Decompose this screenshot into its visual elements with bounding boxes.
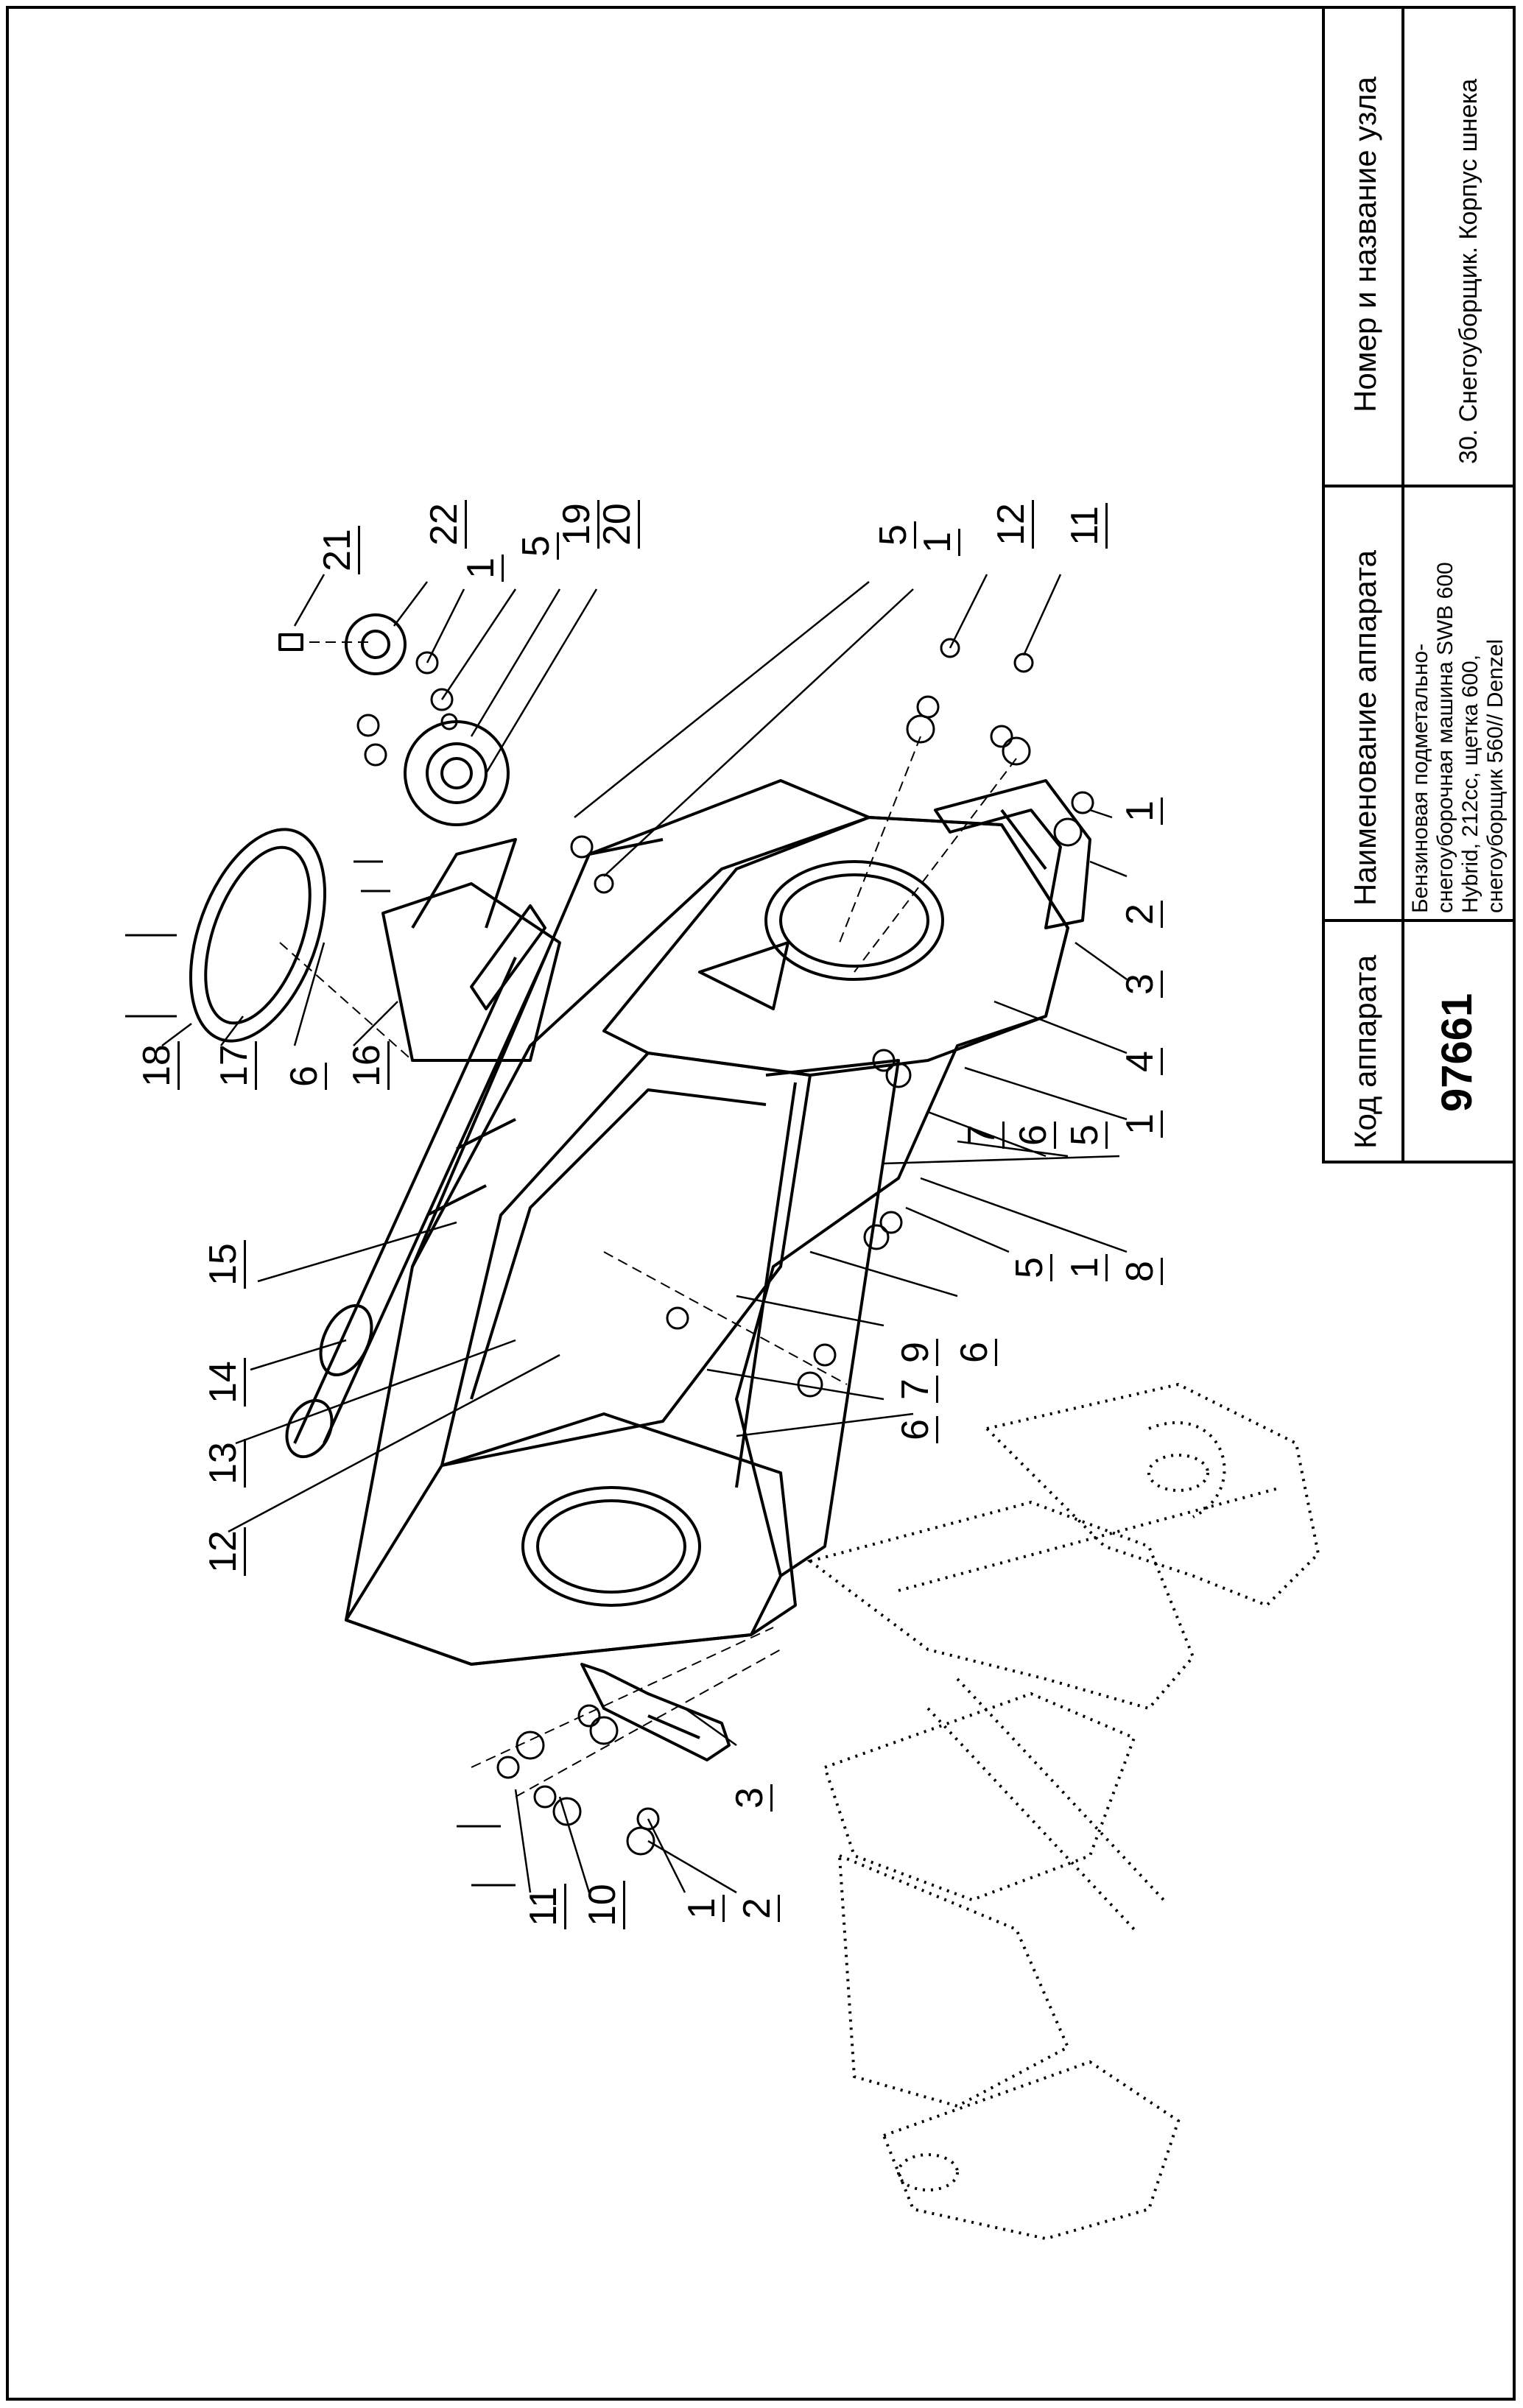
callout-c1e: 1: [1063, 1254, 1108, 1281]
chute-ring: [189, 828, 327, 1043]
drawing-frame: [6, 6, 1516, 2401]
unit-value: 30. Снегоуборщик. Корпус шнека: [1455, 78, 1482, 464]
callout-c1d: 1: [1119, 1110, 1163, 1138]
centerlines: [279, 641, 1017, 1798]
callout-c16: 16: [345, 1041, 390, 1090]
chute-flange: [381, 882, 561, 1062]
gearbox-flange: [404, 720, 510, 826]
callout-c12b: 12: [202, 1527, 246, 1576]
code-value: 97661: [1433, 993, 1481, 1112]
callout-c10: 10: [581, 1881, 625, 1929]
callout-c20: 20: [596, 500, 640, 549]
callout-c11a: 11: [1063, 503, 1108, 549]
scraper-bar: [765, 1059, 900, 1577]
unit-header: Номер и название узла: [1348, 77, 1382, 412]
callout-c12a: 12: [990, 500, 1034, 549]
callout-c4: 4: [1119, 1048, 1163, 1075]
callout-c15: 15: [202, 1240, 246, 1289]
callout-c5d: 5: [1008, 1254, 1052, 1281]
device-name-line: Hybrid, 212cc, щетка 600,: [1458, 654, 1482, 913]
device-name: Бензиновая подметально- снегоуборочная м…: [1408, 471, 1508, 913]
title-block: [1322, 6, 1516, 1163]
callout-c14: 14: [202, 1358, 246, 1407]
callout-c7b: 7: [894, 1376, 938, 1403]
callout-c13: 13: [202, 1439, 246, 1488]
callout-c22: 22: [423, 500, 467, 549]
callout-c7a: 7: [960, 1122, 1005, 1149]
device-name-line: снегоуборочная машина SWB 600: [1433, 562, 1457, 913]
callout-c21: 21: [316, 526, 360, 574]
callout-c19: 19: [555, 500, 599, 549]
auger-housing: [345, 816, 1069, 1666]
callout-c8: 8: [1119, 1258, 1163, 1285]
auger-shaft: [293, 957, 517, 1444]
callout-c3b: 3: [728, 1784, 773, 1812]
chute-pipe: [411, 838, 517, 929]
callout-c1b: 1: [916, 529, 960, 556]
callout-c6b: 6: [953, 1339, 997, 1366]
callout-c2a: 2: [1119, 901, 1163, 928]
side-plate-right: [602, 816, 1069, 1077]
callout-c17: 17: [213, 1041, 257, 1090]
callout-c5c: 5: [1063, 1122, 1108, 1149]
device-name-line: снегоуборщик 560// Denzel: [1483, 638, 1508, 913]
callout-c2b: 2: [736, 1895, 780, 1922]
worm-gear: [345, 613, 407, 675]
callout-c5a: 5: [515, 532, 559, 560]
callout-c3a: 3: [1119, 971, 1163, 998]
callout-c1a: 1: [460, 555, 504, 582]
device-header: Наименование аппарата: [1348, 550, 1382, 906]
impeller: [470, 904, 546, 1010]
callout-c1f: 1: [680, 1895, 725, 1922]
callout-c9: 9: [894, 1339, 938, 1366]
callout-c6a: 6: [1012, 1122, 1056, 1149]
callout-c1c: 1: [1119, 798, 1163, 825]
hardware: [125, 638, 1094, 1887]
skid-left: [580, 1663, 731, 1761]
device-name-line: Бензиновая подметально-: [1408, 643, 1432, 913]
leader-lines: [161, 574, 1128, 1894]
skid-right: [934, 779, 1091, 929]
code-header: Код аппарата: [1348, 954, 1382, 1149]
side-plate-left: [345, 1412, 797, 1666]
callout-c18: 18: [136, 1041, 180, 1090]
auger-phantom: [806, 1382, 1320, 2241]
callout-c6d: 6: [283, 1063, 327, 1090]
callout-c11b: 11: [522, 1884, 566, 1929]
callout-c6c: 6: [894, 1416, 938, 1443]
callout-c5b: 5: [872, 521, 916, 549]
